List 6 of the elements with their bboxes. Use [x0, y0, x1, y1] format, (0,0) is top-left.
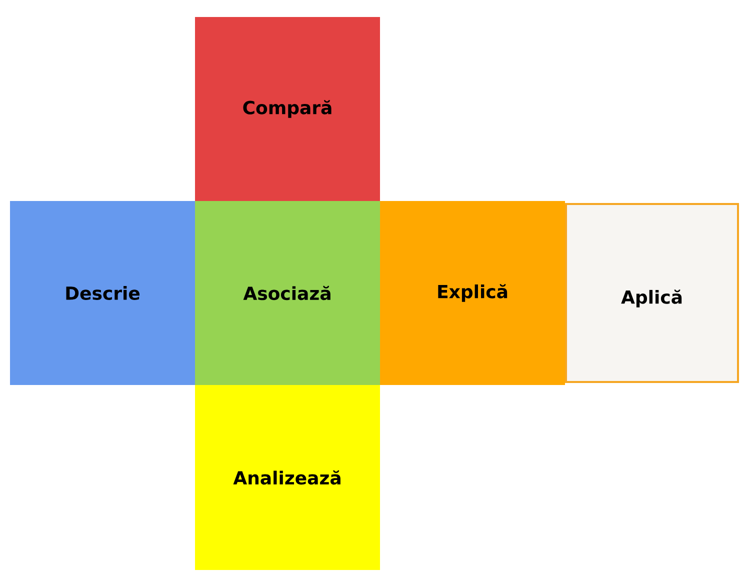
face-box: Descrie	[10, 201, 195, 385]
face-box: Explică	[380, 201, 565, 385]
face-box: Aplică	[565, 203, 739, 383]
face-box: Compară	[195, 17, 380, 201]
face-box: Analizează	[195, 385, 380, 570]
face-box: Asociază	[195, 201, 380, 385]
